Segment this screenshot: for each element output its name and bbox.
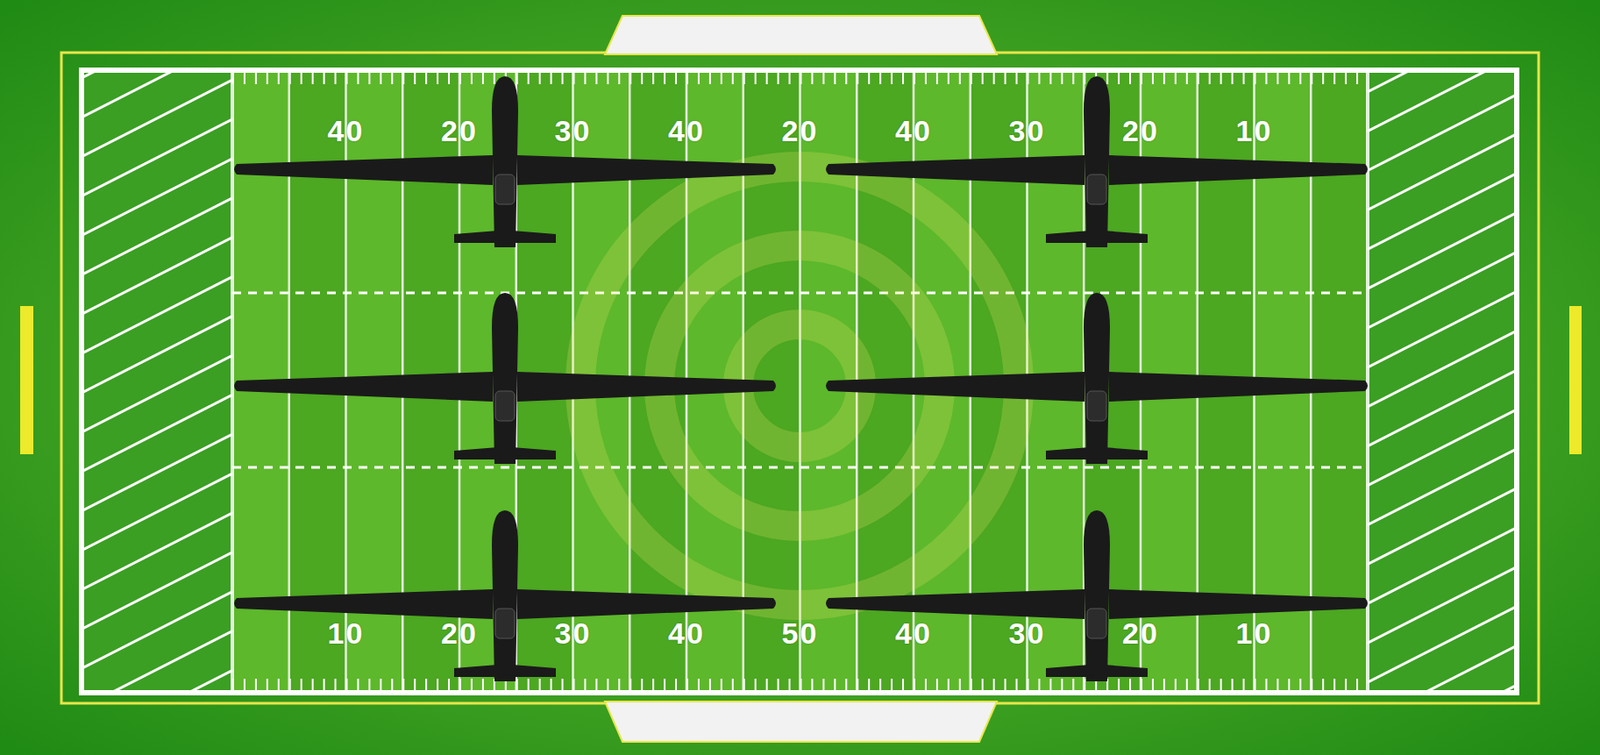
yard-number: 50 <box>782 616 819 651</box>
yard-line <box>1365 70 1370 693</box>
yard-number: 30 <box>1009 616 1046 651</box>
yard-number: 20 <box>440 113 478 149</box>
yard-number: 20 <box>440 616 478 651</box>
yard-line <box>230 70 235 693</box>
yard-number: 10 <box>327 616 365 651</box>
yard-number: 30 <box>1009 113 1046 149</box>
yard-number: 40 <box>668 616 705 651</box>
yard-number: 20 <box>1122 113 1160 149</box>
yard-number: 20 <box>1122 616 1160 651</box>
yard-number: 40 <box>668 113 705 149</box>
yard-number: 10 <box>1236 616 1273 651</box>
yard-number: 40 <box>895 113 932 149</box>
yard-number: 20 <box>782 113 819 149</box>
yard-number: 40 <box>327 113 365 149</box>
yard-number: 40 <box>895 616 932 651</box>
yard-number: 30 <box>554 616 592 651</box>
yard-number: 10 <box>1236 113 1273 149</box>
yard-number: 30 <box>554 113 592 149</box>
